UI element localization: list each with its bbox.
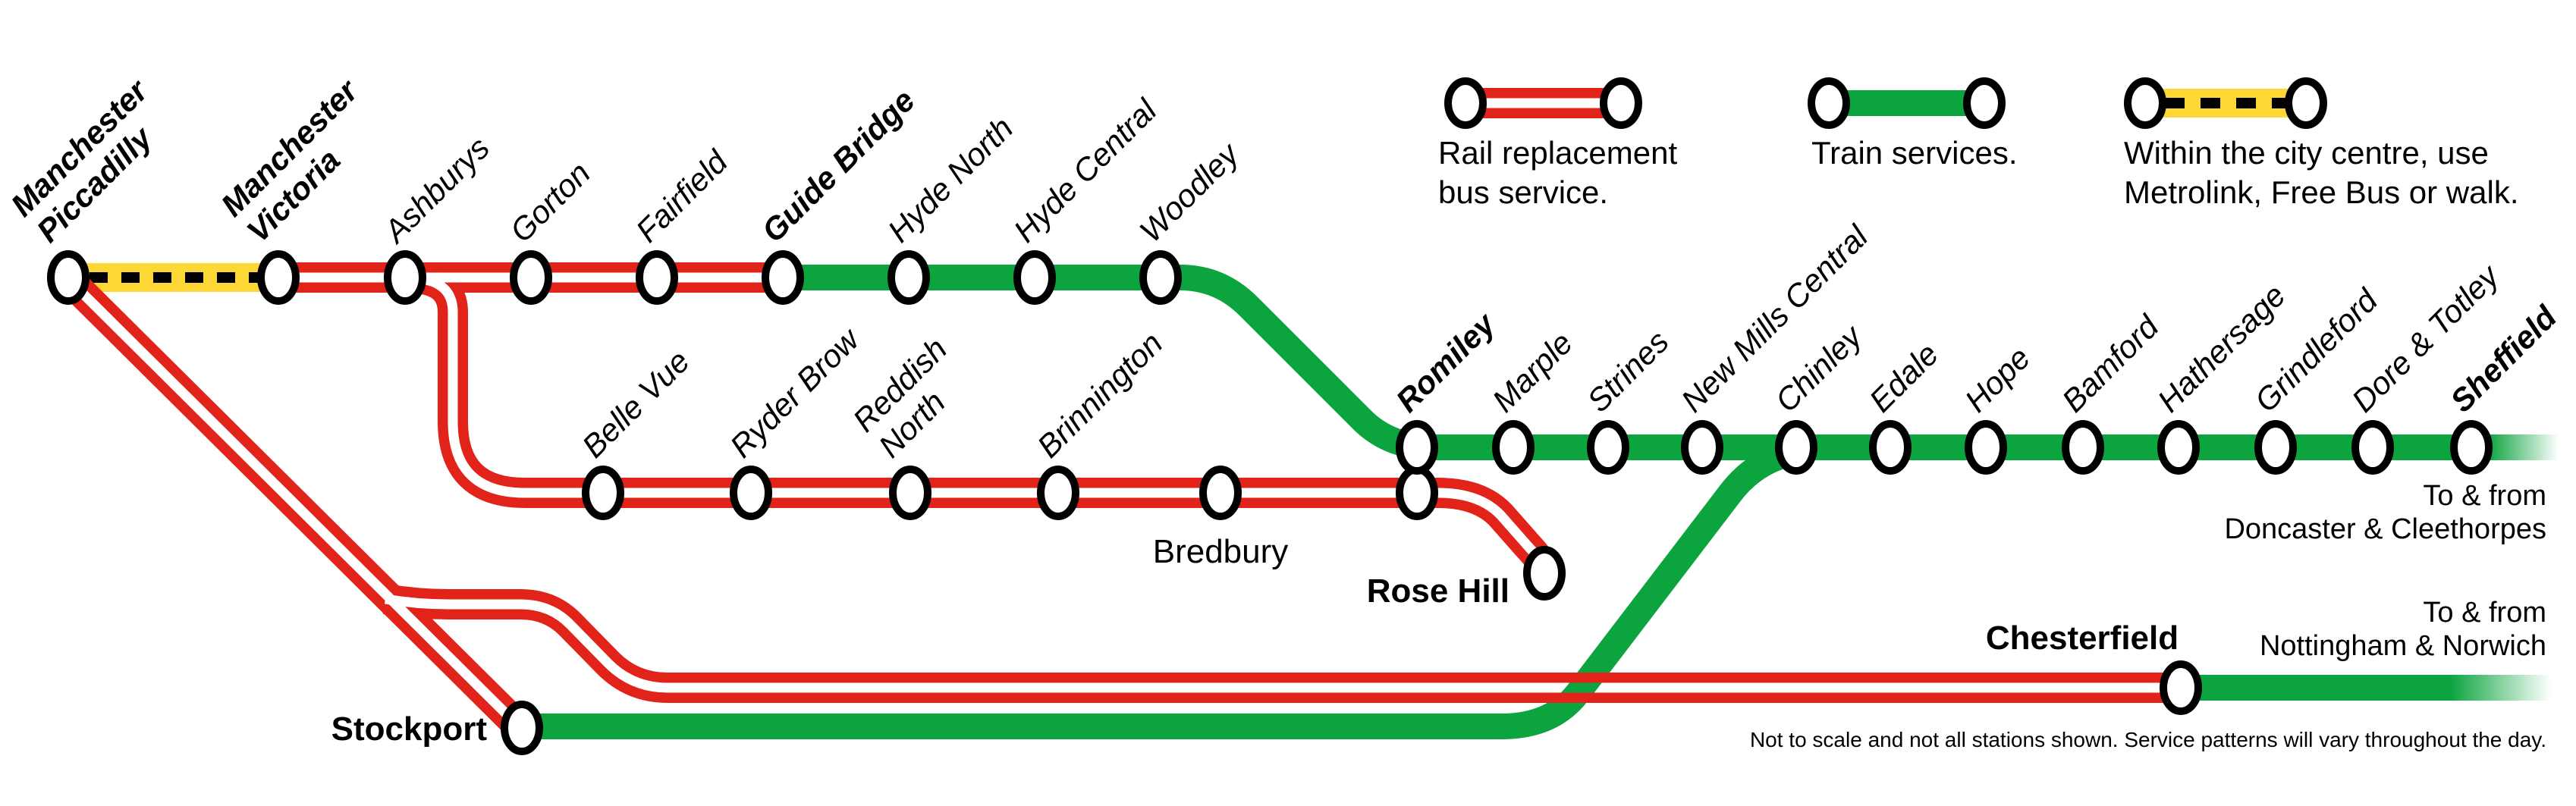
station-circle-grindleford — [2254, 420, 2297, 475]
station-circle-hope — [1965, 420, 2007, 475]
station-circle-guide-bridge — [762, 250, 804, 305]
station-circle-bamford — [2062, 420, 2104, 475]
station-circle-belle-vue — [582, 466, 624, 520]
note-disclaimer: Not to scale and not all stations shown.… — [1750, 728, 2546, 751]
legend-item-train: Train services. — [1808, 77, 2018, 171]
station-circle-marple — [1492, 420, 1535, 475]
fade-chesterfield-east — [2450, 673, 2576, 702]
station-circle-romiley — [1396, 420, 1438, 475]
station-circle-hathersage — [2157, 420, 2200, 475]
legend-label-train: Train services. — [1811, 135, 2018, 171]
station-circle-new-mills-central — [1681, 420, 1723, 475]
station-label-stockport: Stockport — [331, 710, 488, 748]
station-circle-romiley-bus — [1396, 466, 1438, 520]
station-circle-stockport — [501, 701, 543, 755]
station-circle-reddish-north — [889, 466, 931, 520]
route-bus-ashburys-rose-hill-inner — [420, 274, 1550, 575]
fade-sheffield-east — [2488, 433, 2576, 462]
station-label-rose-hill: Rose Hill — [1367, 572, 1509, 610]
station-circle-chesterfield — [2160, 660, 2202, 715]
station-circle-brinnington — [1037, 466, 1079, 520]
station-label-bredbury: Bredbury — [1153, 533, 1289, 570]
station-circle-edale — [1869, 420, 1912, 475]
route-bus-branch-to-chesterfield-inner — [384, 594, 668, 693]
station-circle-strines — [1587, 420, 1629, 475]
legend-circle-right-metrolink — [2285, 77, 2327, 129]
station-circle-ryder-brow — [730, 466, 772, 520]
route-bus-piccadilly-stockport-inner — [75, 286, 517, 724]
legend-circle-left-metrolink — [2124, 77, 2166, 129]
station-circle-fairfield — [636, 250, 678, 305]
legend-circle-left-train — [1808, 77, 1850, 129]
station-circle-bredbury — [1199, 466, 1242, 520]
station-label-chesterfield: Chesterfield — [1986, 619, 2179, 657]
station-circle-woodley — [1139, 250, 1182, 305]
legend-circle-right-train — [1963, 77, 2006, 129]
station-circle-hyde-central — [1013, 250, 1056, 305]
station-circle-rose-hill — [1523, 546, 1566, 601]
legend-circle-right-bus — [1600, 77, 1642, 129]
station-circle-manchester-piccadilly — [47, 250, 90, 305]
station-circle-ashburys — [384, 250, 426, 305]
station-circle-sheffield — [2450, 420, 2493, 475]
station-circle-chinley — [1775, 420, 1817, 475]
legend-circle-left-bus — [1444, 77, 1487, 129]
station-circles — [47, 250, 2493, 755]
station-circle-hyde-north — [887, 250, 930, 305]
station-circle-manchester-victoria — [257, 250, 300, 305]
station-circle-gorton — [510, 250, 552, 305]
station-circle-dore-and-totley — [2351, 420, 2394, 475]
